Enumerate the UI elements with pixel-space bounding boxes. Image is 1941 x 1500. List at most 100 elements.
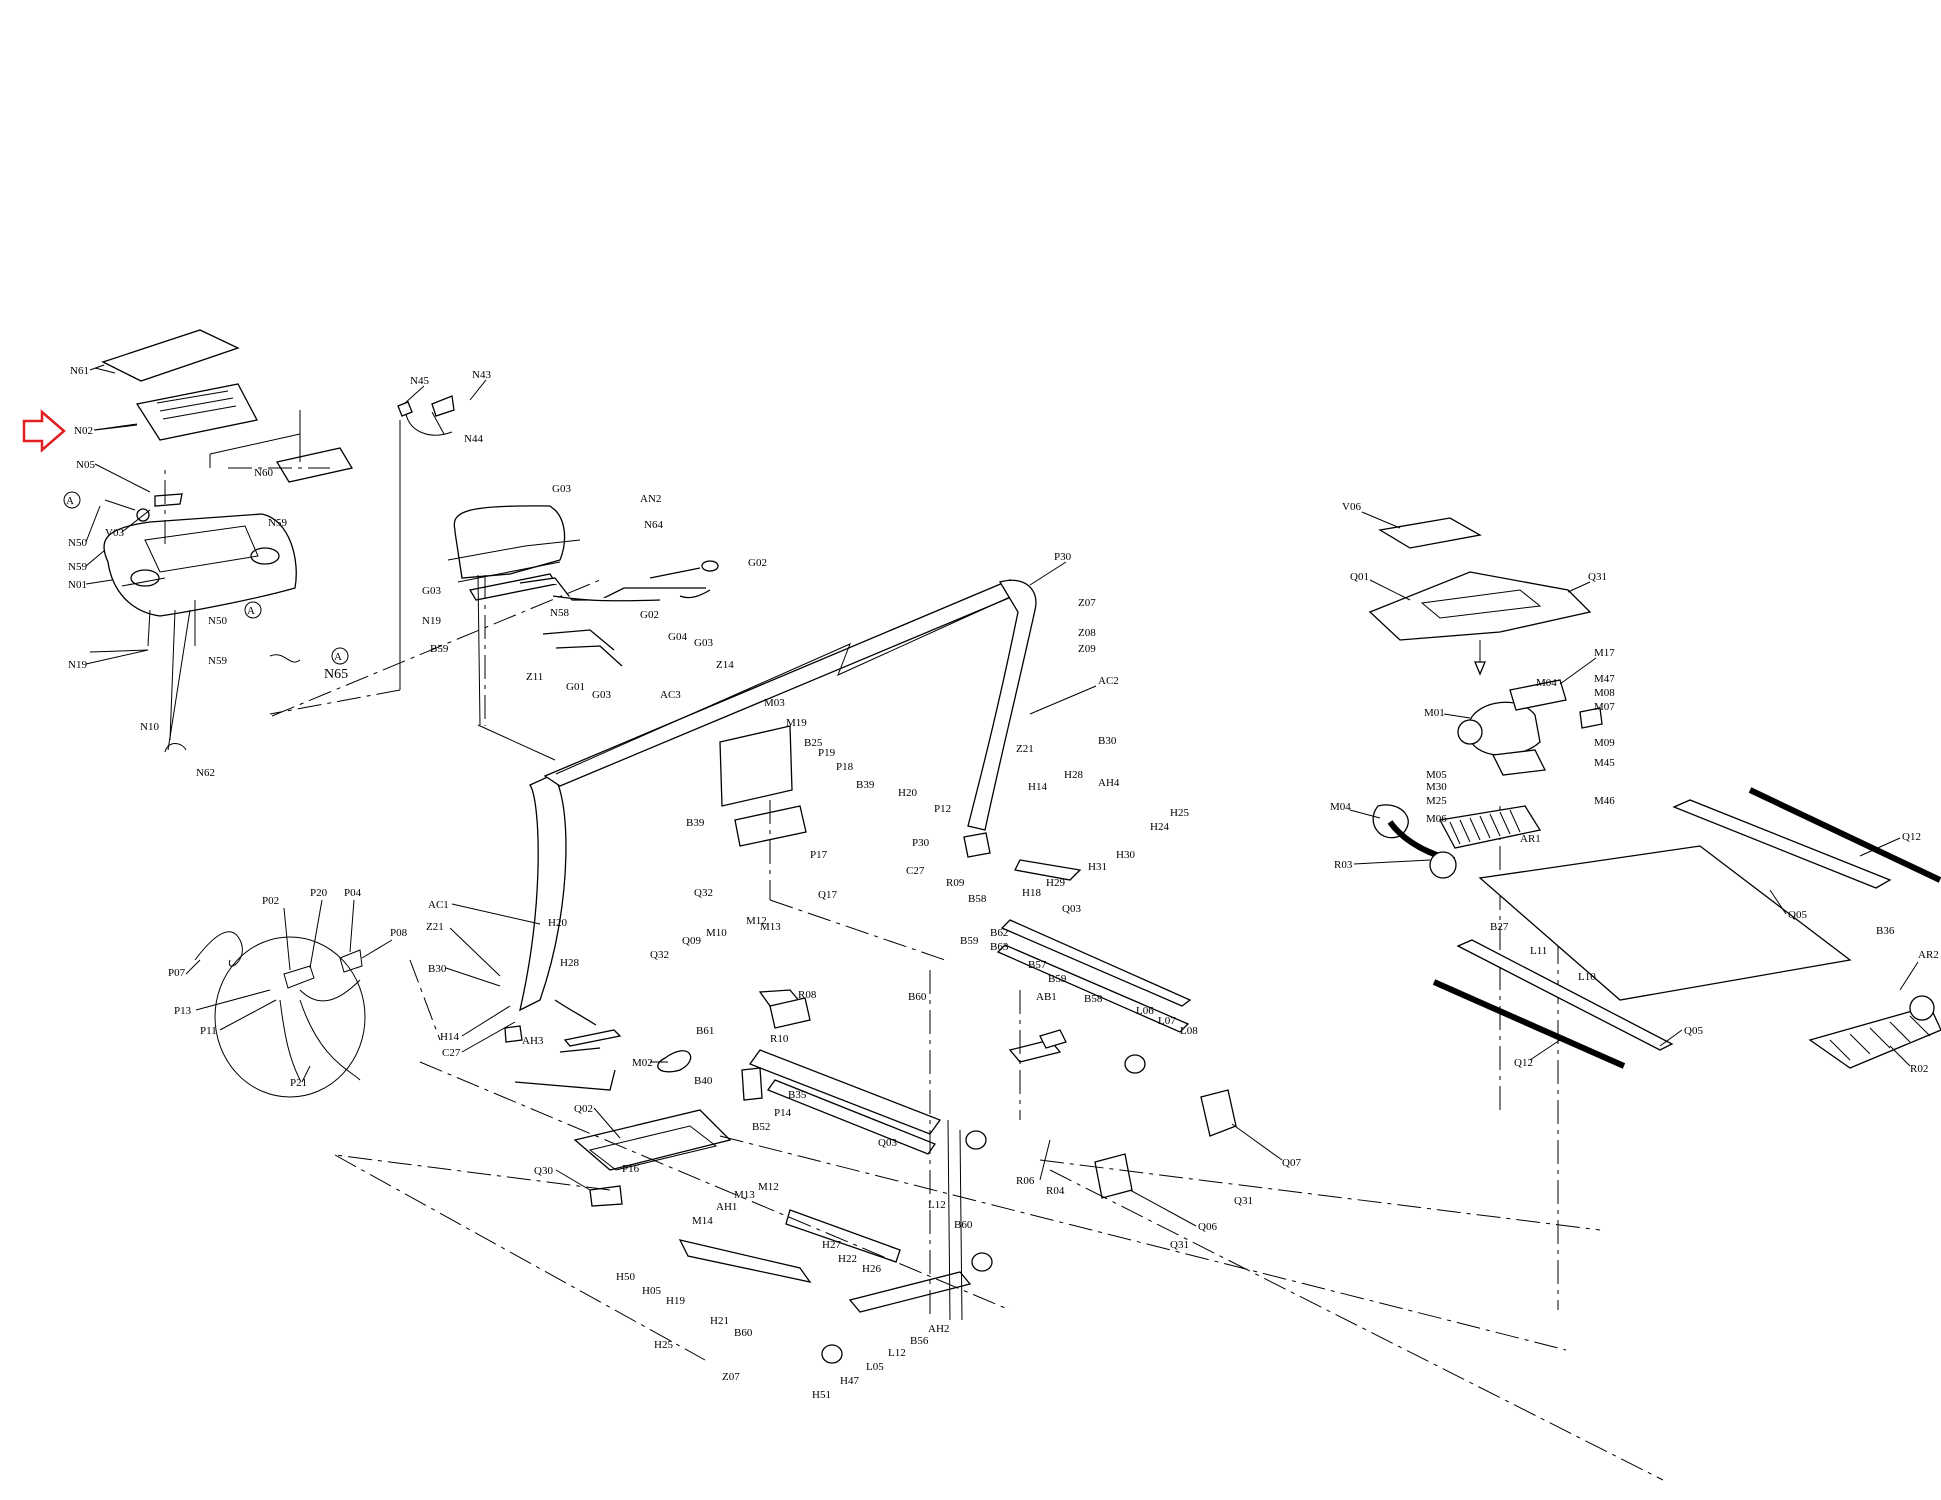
upright-frame: [504, 579, 1037, 1047]
label-L05: L05: [866, 1361, 884, 1373]
label-G03b: G03: [422, 585, 441, 597]
label-H28b: H28: [560, 957, 579, 969]
leader-lines: [85, 364, 1919, 1227]
label-L12: L12: [928, 1199, 946, 1211]
label-G02b: G02: [640, 609, 659, 621]
label-R02: R02: [1910, 1063, 1928, 1075]
label-Q01: Q01: [1350, 571, 1369, 583]
label-AH4: AH4: [1098, 777, 1120, 789]
label-L08: L08: [1180, 1025, 1198, 1037]
label-AC3: AC3: [660, 689, 681, 701]
label-Q31c: Q31: [1588, 571, 1607, 583]
label-AR2: AR2: [1918, 949, 1939, 961]
label-H18: H18: [1022, 887, 1041, 899]
label-Q30: Q30: [534, 1165, 553, 1177]
label-H14b: H14: [440, 1031, 459, 1043]
label-B39: B39: [856, 779, 875, 791]
label-Q07: Q07: [1282, 1157, 1301, 1169]
label-H14: H14: [1028, 781, 1047, 793]
label-H20b: H20: [548, 917, 567, 929]
label-H31: H31: [1088, 861, 1107, 873]
label-M01: M01: [1424, 707, 1445, 719]
label-H19: H19: [666, 1295, 685, 1307]
label-G04: G04: [668, 631, 687, 643]
label-B30: B30: [1098, 735, 1117, 747]
label-M17: M17: [1594, 647, 1615, 659]
label-N19: N19: [68, 659, 87, 671]
label-M03: M03: [764, 697, 785, 709]
label-P13: P13: [174, 1005, 192, 1017]
label-N50: N50: [68, 537, 87, 549]
label-G03d: G03: [592, 689, 611, 701]
label-H29: H29: [1046, 877, 1065, 889]
label-AR1: AR1: [1520, 833, 1541, 845]
label-P14: P14: [774, 1107, 792, 1119]
handlebar-frame: [447, 505, 719, 761]
label-Q31: Q31: [1234, 1195, 1253, 1207]
label-C27: C27: [906, 865, 925, 877]
label-B52: B52: [752, 1121, 770, 1133]
label-H51: H51: [812, 1389, 831, 1401]
label-Z21b: Z21: [426, 921, 444, 933]
label-N43: N43: [472, 369, 491, 381]
label-C27b: C27: [442, 1047, 461, 1059]
label-R03: R03: [1334, 859, 1353, 871]
label-H30: H30: [1116, 849, 1135, 861]
label-M04top: M04: [1536, 677, 1557, 689]
label-M06: M06: [1426, 813, 1447, 825]
label-M10: M10: [706, 927, 727, 939]
label-B40: B40: [694, 1075, 713, 1087]
label-N45: N45: [410, 375, 429, 387]
label-B57: B57: [1028, 959, 1047, 971]
label-B63: B63: [990, 941, 1009, 953]
label-Z11: Z11: [526, 671, 543, 683]
label-M19: M19: [786, 717, 807, 729]
label-H27: H27: [822, 1239, 841, 1251]
label-G02: G02: [748, 557, 767, 569]
label-Q05: Q05: [1788, 909, 1807, 921]
part-labels: N61 N02 N05 V03 N50 N59 N01 N19 N50 N59 …: [63, 365, 1939, 1401]
label-Q06: Q06: [1198, 1221, 1217, 1233]
label-AH1: AH1: [716, 1201, 737, 1213]
label-N01: N01: [68, 579, 87, 591]
label-N64: N64: [644, 519, 663, 531]
label-G01: G01: [566, 681, 585, 693]
label-H47: H47: [840, 1375, 859, 1387]
label-M04: M04: [1330, 801, 1351, 813]
label-N59c: N59: [268, 517, 287, 529]
label-P20: P20: [310, 887, 328, 899]
label-G03: G03: [552, 483, 571, 495]
label-B27: B27: [1490, 921, 1509, 933]
label-P21: P21: [290, 1077, 307, 1089]
label-Q32b: Q32: [650, 949, 669, 961]
label-N58: N58: [550, 607, 569, 619]
label-M25: M25: [1426, 795, 1447, 807]
label-M09: M09: [1594, 737, 1615, 749]
label-B25: B25: [804, 737, 823, 749]
label-AH2: AH2: [928, 1323, 949, 1335]
console-assembly: [89, 329, 455, 753]
label-L12b: L12: [888, 1347, 906, 1359]
label-M13: M13: [734, 1189, 755, 1201]
label-P19: P19: [818, 747, 836, 759]
label-Q02: Q02: [574, 1103, 593, 1115]
label-Z21: Z21: [1016, 743, 1034, 755]
label-B59b: B59: [960, 935, 979, 947]
label-Q17: Q17: [818, 889, 837, 901]
label-Z08: Z08: [1078, 627, 1096, 639]
label-AC2: AC2: [1098, 675, 1119, 687]
label-M12: M12: [746, 915, 767, 927]
label-N19b: N19: [422, 615, 441, 627]
label-AH3: AH3: [522, 1035, 544, 1047]
label-Q03b: Q03: [878, 1137, 897, 1149]
label-V06: V06: [1342, 501, 1361, 513]
wiring-detail-inset: [194, 931, 366, 1098]
label-B59c: B59: [1048, 973, 1067, 985]
label-P17: P17: [810, 849, 828, 861]
label-B60c: B60: [954, 1219, 973, 1231]
label-N65: N65: [324, 667, 348, 682]
label-A2: A: [247, 605, 255, 617]
label-N44: N44: [464, 433, 483, 445]
label-P16: P16: [622, 1163, 640, 1175]
